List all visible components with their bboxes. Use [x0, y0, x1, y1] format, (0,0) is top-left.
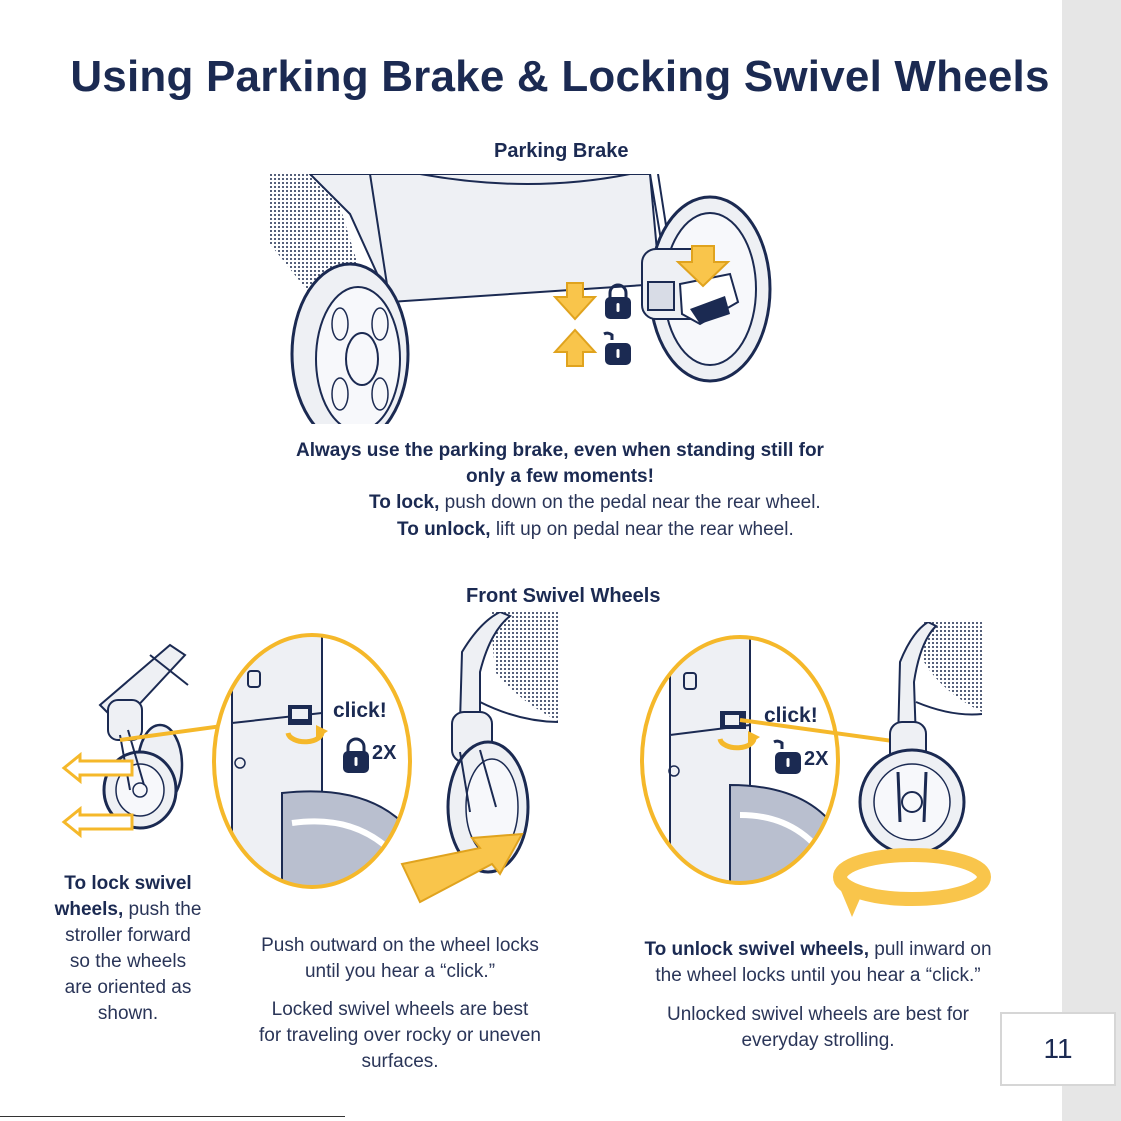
lock-swivel-instruction: To lock swivel wheels, push the stroller…	[40, 871, 216, 1027]
unlock-swivel-text-2: the wheel locks until you hear a “click.…	[655, 965, 981, 986]
locked-benefit: Locked swivel wheels are best for travel…	[240, 997, 560, 1075]
unlocked-line-2: everyday strolling.	[741, 1030, 895, 1051]
lock-text: push down on the pedal near the rear whe…	[444, 492, 821, 513]
lock-swivel-text-4: are oriented as	[64, 977, 192, 998]
unlock-swivel-label: To unlock swivel wheels,	[644, 939, 870, 960]
page-number: 11	[1000, 1012, 1116, 1086]
unlocked-line-1: Unlocked swivel wheels are best for	[666, 1004, 970, 1025]
lock-swivel-text-2: stroller forward	[65, 925, 191, 946]
unlocked-benefit: Unlocked swivel wheels are best for ever…	[620, 1002, 1016, 1054]
lock-swivel-text-1: push the	[128, 899, 202, 920]
click-label-left: click!	[333, 699, 387, 722]
lock-label: To lock,	[369, 492, 440, 513]
times-label-right: 2X	[804, 748, 829, 770]
padlock-locked-icon	[605, 283, 631, 319]
page-number-text: 11	[1043, 1033, 1073, 1064]
unlock-swivel-instruction: To unlock swivel wheels, pull inward on …	[620, 937, 1016, 989]
parking-brake-heading: Parking Brake	[494, 140, 629, 162]
front-wheel-locked-illustration	[400, 612, 558, 904]
page-title: Using Parking Brake & Locking Swivel Whe…	[70, 52, 1050, 101]
warning-line-2: only a few moments!	[466, 466, 654, 487]
lock-swivel-text-3: so the wheels	[69, 951, 187, 972]
locked-line-1: Locked swivel wheels are best	[271, 999, 529, 1020]
padlock-unlocked-icon	[773, 739, 801, 774]
bottom-rule	[0, 1116, 345, 1117]
push-line-2: until you hear a “click.”	[304, 961, 496, 982]
lock-instruction: To lock, push down on the pedal near the…	[369, 490, 821, 516]
unlock-text: lift up on pedal near the rear wheel.	[495, 519, 794, 540]
click-label-right: click!	[764, 704, 818, 727]
push-line-1: Push outward on the wheel locks	[261, 935, 539, 956]
arrow-down-icon	[552, 282, 598, 321]
callout-line-right	[739, 718, 901, 744]
lock-detail-circle	[212, 633, 412, 889]
locked-line-2: for traveling over rocky or uneven	[259, 1025, 541, 1046]
times-label-left: 2X	[372, 742, 397, 764]
unlock-swivel-text-1: pull inward on	[874, 939, 992, 960]
side-margin-bar	[1062, 0, 1121, 1121]
brake-pedal-arrow	[675, 245, 731, 288]
locked-line-3: surfaces.	[361, 1051, 439, 1072]
direction-arrow-icon	[61, 751, 134, 839]
direction-arrow-icon	[400, 832, 524, 904]
push-outward-instruction: Push outward on the wheel locks until yo…	[240, 933, 560, 985]
unlock-detail-circle	[640, 635, 840, 885]
rotation-arrow-icon	[833, 848, 991, 906]
unlock-instruction: To unlock, lift up on pedal near the rea…	[397, 517, 794, 543]
padlock-locked-icon	[343, 737, 369, 773]
lock-swivel-label: To lock swivel	[64, 873, 192, 894]
swivel-heading: Front Swivel Wheels	[466, 585, 661, 607]
padlock-unlocked-icon	[603, 331, 631, 365]
lock-swivel-text-5: shown.	[97, 1003, 159, 1024]
parking-brake-illustration	[270, 174, 772, 424]
arrow-up-icon	[552, 328, 598, 367]
lock-swivel-label-2: wheels,	[54, 899, 124, 920]
front-wheel-unlocked-illustration	[833, 622, 991, 917]
warning-line-1: Always use the parking brake, even when …	[296, 440, 824, 461]
unlock-label: To unlock,	[397, 519, 491, 540]
